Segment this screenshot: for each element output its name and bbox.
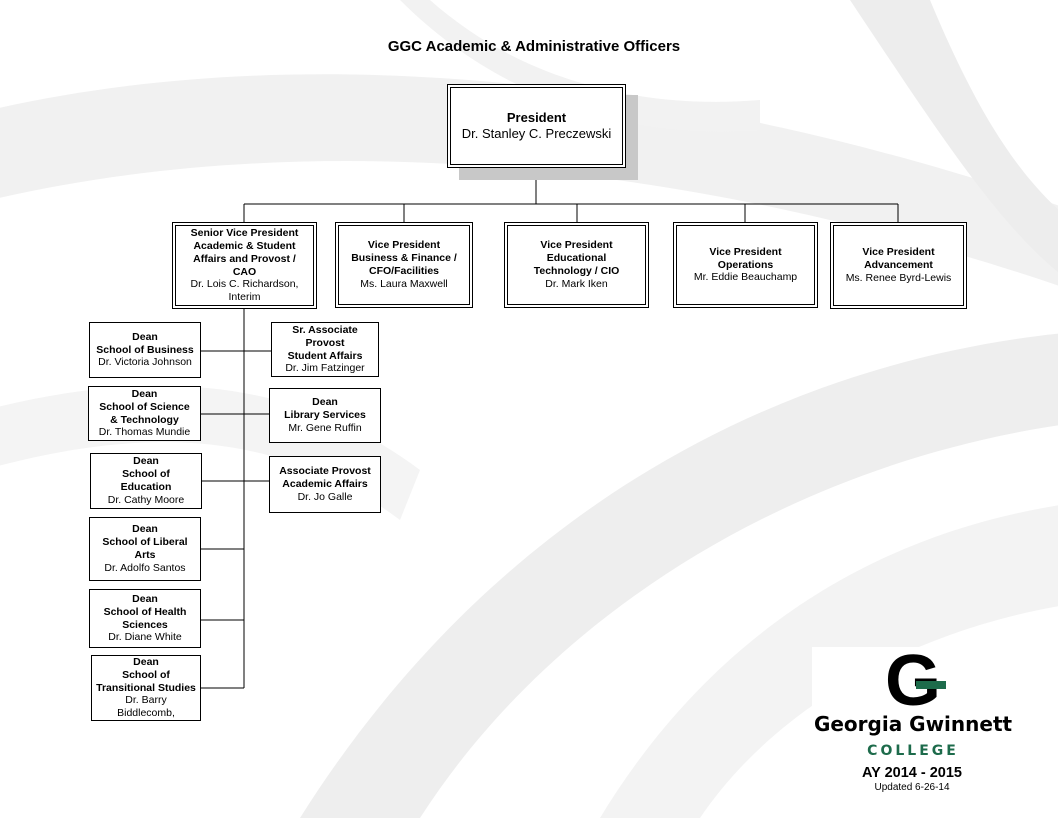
president-name: Dr. Stanley C. Preczewski [461, 126, 612, 141]
dean-name: Dr. Victoria Johnson [98, 356, 192, 369]
dean-role: Dean School of Liberal Arts [102, 523, 188, 561]
chart-title: GGC Academic & Administrative Officers [387, 38, 681, 55]
vp-name: Ms. Laura Maxwell [360, 277, 448, 290]
vp-box-advancement: Vice President Advancement Ms. Renee Byr… [830, 222, 967, 309]
dean-role: Dean School of Transitional Studies [96, 656, 196, 694]
dean-name: Dr. Cathy Moore [107, 493, 185, 506]
dean-box-transitional-studies: Dean School of Transitional Studies Dr. … [91, 655, 201, 721]
vp-role: Vice President Advancement [862, 246, 935, 272]
vp-box-operations: Vice President Operations Mr. Eddie Beau… [673, 222, 818, 308]
vp-box-business-finance: Vice President Business & Finance / CFO/… [335, 222, 473, 308]
vp-name: Ms. Renee Byrd-Lewis [845, 271, 952, 284]
updated-date: Updated 6-26-14 [874, 782, 950, 793]
dean-role: Dean School of Health Sciences [103, 592, 187, 631]
vp-name: Dr. Lois C. Richardson, Interim [190, 278, 299, 304]
dean-role: Dean School of Business [96, 330, 194, 356]
report-name: Dr. Jim Fatzinger [285, 362, 365, 375]
president-role: President [506, 110, 567, 125]
vp-box-educational-technology: Vice President Educational Technology / … [504, 222, 649, 308]
report-box-student-affairs: Sr. Associate Provost Student Affairs Dr… [271, 322, 379, 377]
dean-box-liberal-arts: Dean School of Liberal Arts Dr. Adolfo S… [89, 517, 201, 581]
dean-name: Dr. Thomas Mundie [98, 426, 191, 439]
dean-role: Dean School of Education [120, 455, 172, 493]
dean-box-business: Dean School of Business Dr. Victoria Joh… [89, 322, 201, 378]
dean-box-science-technology: Dean School of Science & Technology Dr. … [88, 386, 201, 441]
vp-role: Vice President Educational Technology / … [533, 239, 620, 277]
report-role: Sr. Associate Provost Student Affairs [287, 323, 363, 362]
vp-name: Mr. Eddie Beauchamp [693, 271, 798, 284]
academic-year: AY 2014 - 2015 [862, 765, 962, 781]
vp-name: Dr. Mark Iken [545, 277, 608, 290]
president-box: President Dr. Stanley C. Preczewski [447, 84, 626, 168]
vp-role: Vice President Business & Finance / CFO/… [351, 239, 457, 277]
report-name: Mr. Gene Ruffin [288, 421, 362, 434]
vp-box-academic-student-affairs: Senior Vice President Academic & Student… [172, 222, 317, 309]
report-role: Associate Provost Academic Affairs [279, 465, 371, 491]
vp-role: Vice President Operations [709, 245, 782, 271]
dean-name: Dr. Diane White [108, 631, 182, 644]
report-name: Dr. Jo Galle [297, 490, 353, 503]
college-logo-graphic: G Georgia Gwinnett COLLEGE [814, 641, 1013, 759]
dean-box-health-sciences: Dean School of Health Sciences Dr. Diane… [89, 589, 201, 648]
dean-name: Dr. Barry Biddlecomb, [117, 694, 175, 720]
logo-college: COLLEGE [867, 743, 959, 759]
logo-name: Georgia Gwinnett [814, 712, 1013, 736]
report-role: Dean Library Services [284, 396, 366, 422]
dean-role: Dean School of Science & Technology [99, 387, 190, 426]
college-logo: G Georgia Gwinnett COLLEGE [812, 641, 1014, 767]
dean-name: Dr. Adolfo Santos [104, 561, 186, 574]
vp-role: Senior Vice President Academic & Student… [190, 227, 299, 278]
report-box-library-services: Dean Library Services Mr. Gene Ruffin [269, 388, 381, 443]
dean-box-education: Dean School of Education Dr. Cathy Moore [90, 453, 202, 509]
report-box-academic-affairs: Associate Provost Academic Affairs Dr. J… [269, 456, 381, 513]
